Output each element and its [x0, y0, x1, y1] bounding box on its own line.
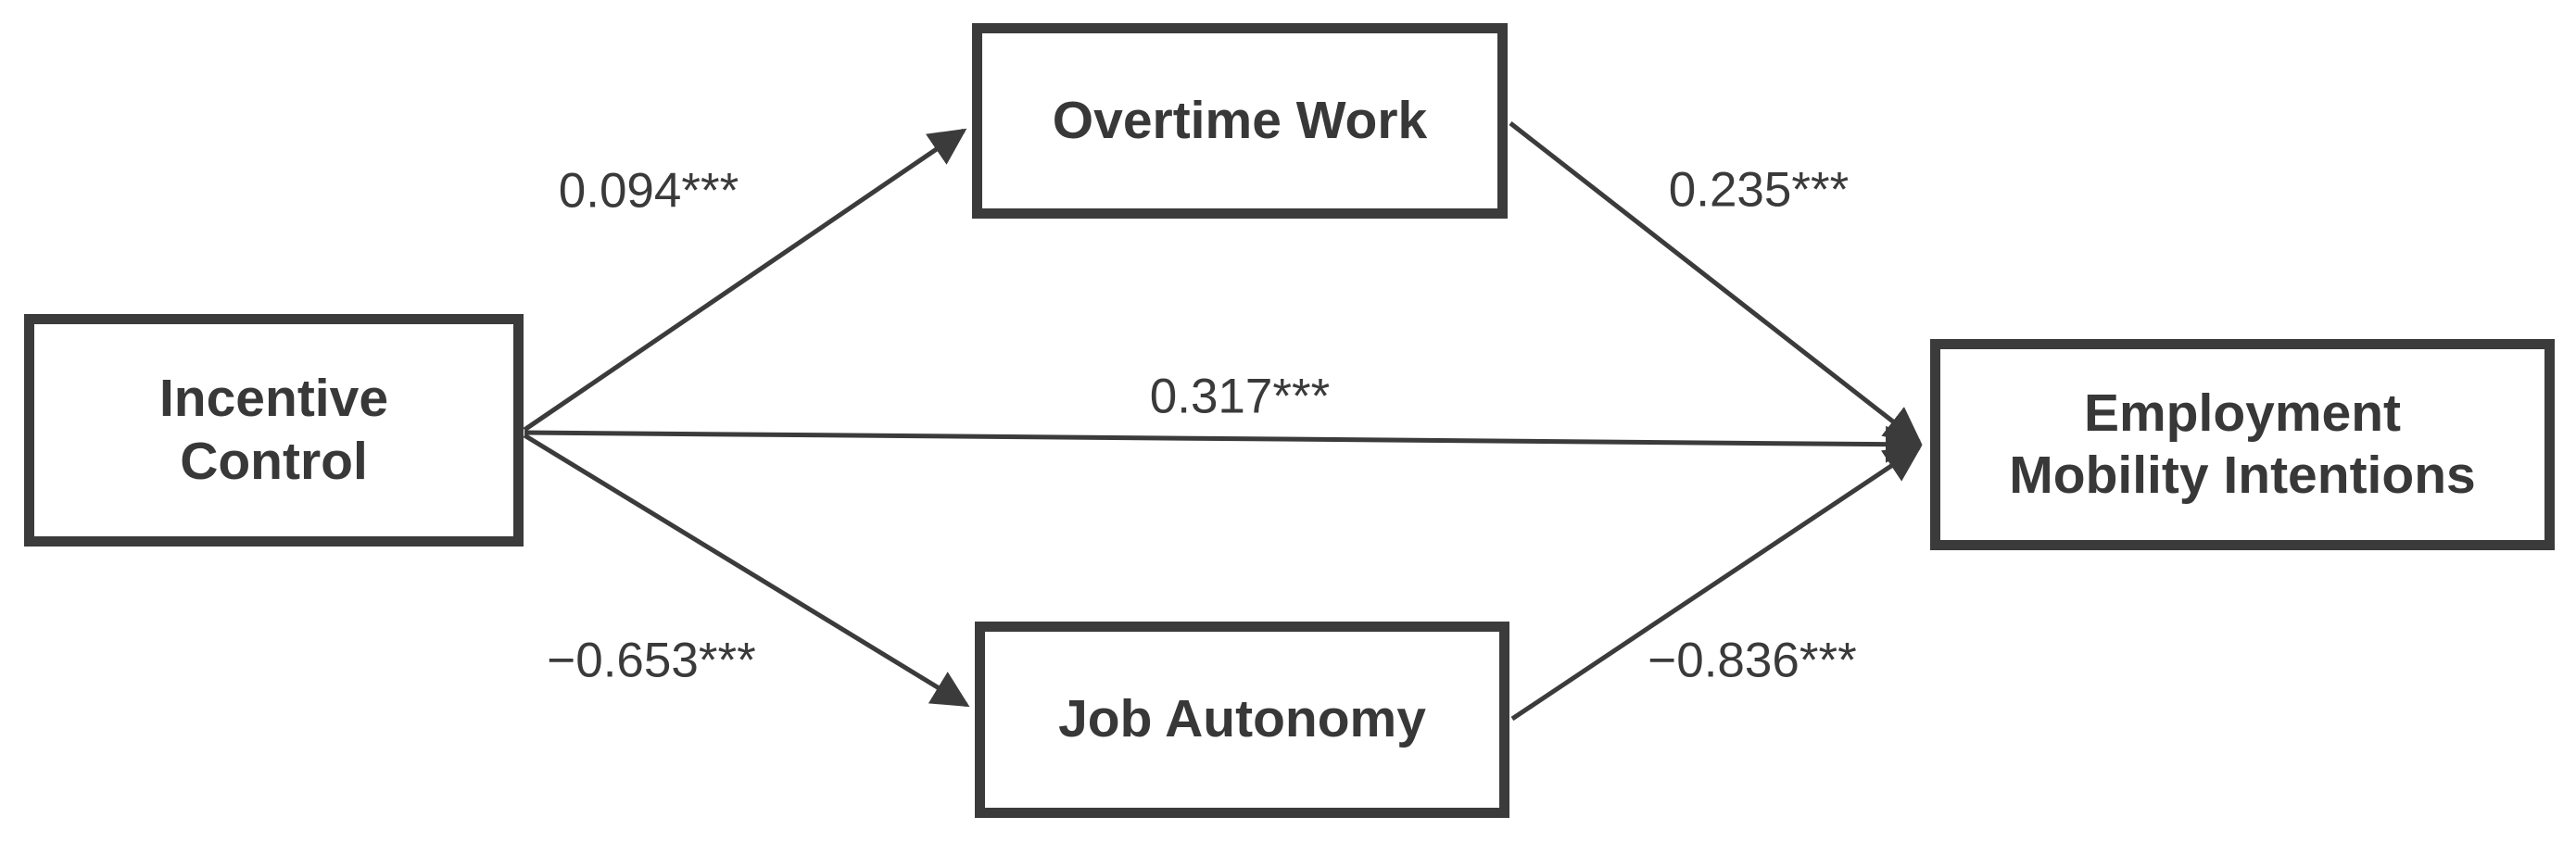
node-overtime-work: Overtime Work [972, 23, 1508, 219]
path-coefficient-incentive-jobautonomy: −0.653*** [547, 633, 756, 688]
node-label-line: Employment [2083, 383, 2402, 443]
arrow-incentive-to-overtime [523, 128, 967, 433]
arrow-overtime-to-employment [1509, 121, 1923, 445]
node-job-autonomy: Job Autonomy [975, 622, 1509, 818]
node-employment-mobility-intentions: Employment Mobility Intentions [1930, 339, 2555, 550]
node-label-line: Incentive [158, 369, 389, 429]
arrow-incentive-to-employment [524, 425, 1923, 463]
node-label-line: Overtime Work [1052, 90, 1428, 150]
path-coefficient-incentive-employment: 0.317*** [1149, 369, 1331, 424]
node-incentive-control: Incentive Control [24, 314, 524, 547]
node-label-line: Job Autonomy [1058, 689, 1426, 749]
arrow-incentive-to-jobautonomy [523, 433, 970, 708]
path-coefficient-jobautonomy-employment: −0.836*** [1648, 633, 1857, 688]
node-label-line: Mobility Intentions [2009, 446, 2476, 505]
arrow-jobautonomy-to-employment [1510, 445, 1923, 722]
path-coefficient-incentive-overtime: 0.094*** [558, 163, 739, 219]
node-label-line: Control [180, 431, 368, 491]
path-coefficient-overtime-employment: 0.235*** [1668, 162, 1850, 218]
